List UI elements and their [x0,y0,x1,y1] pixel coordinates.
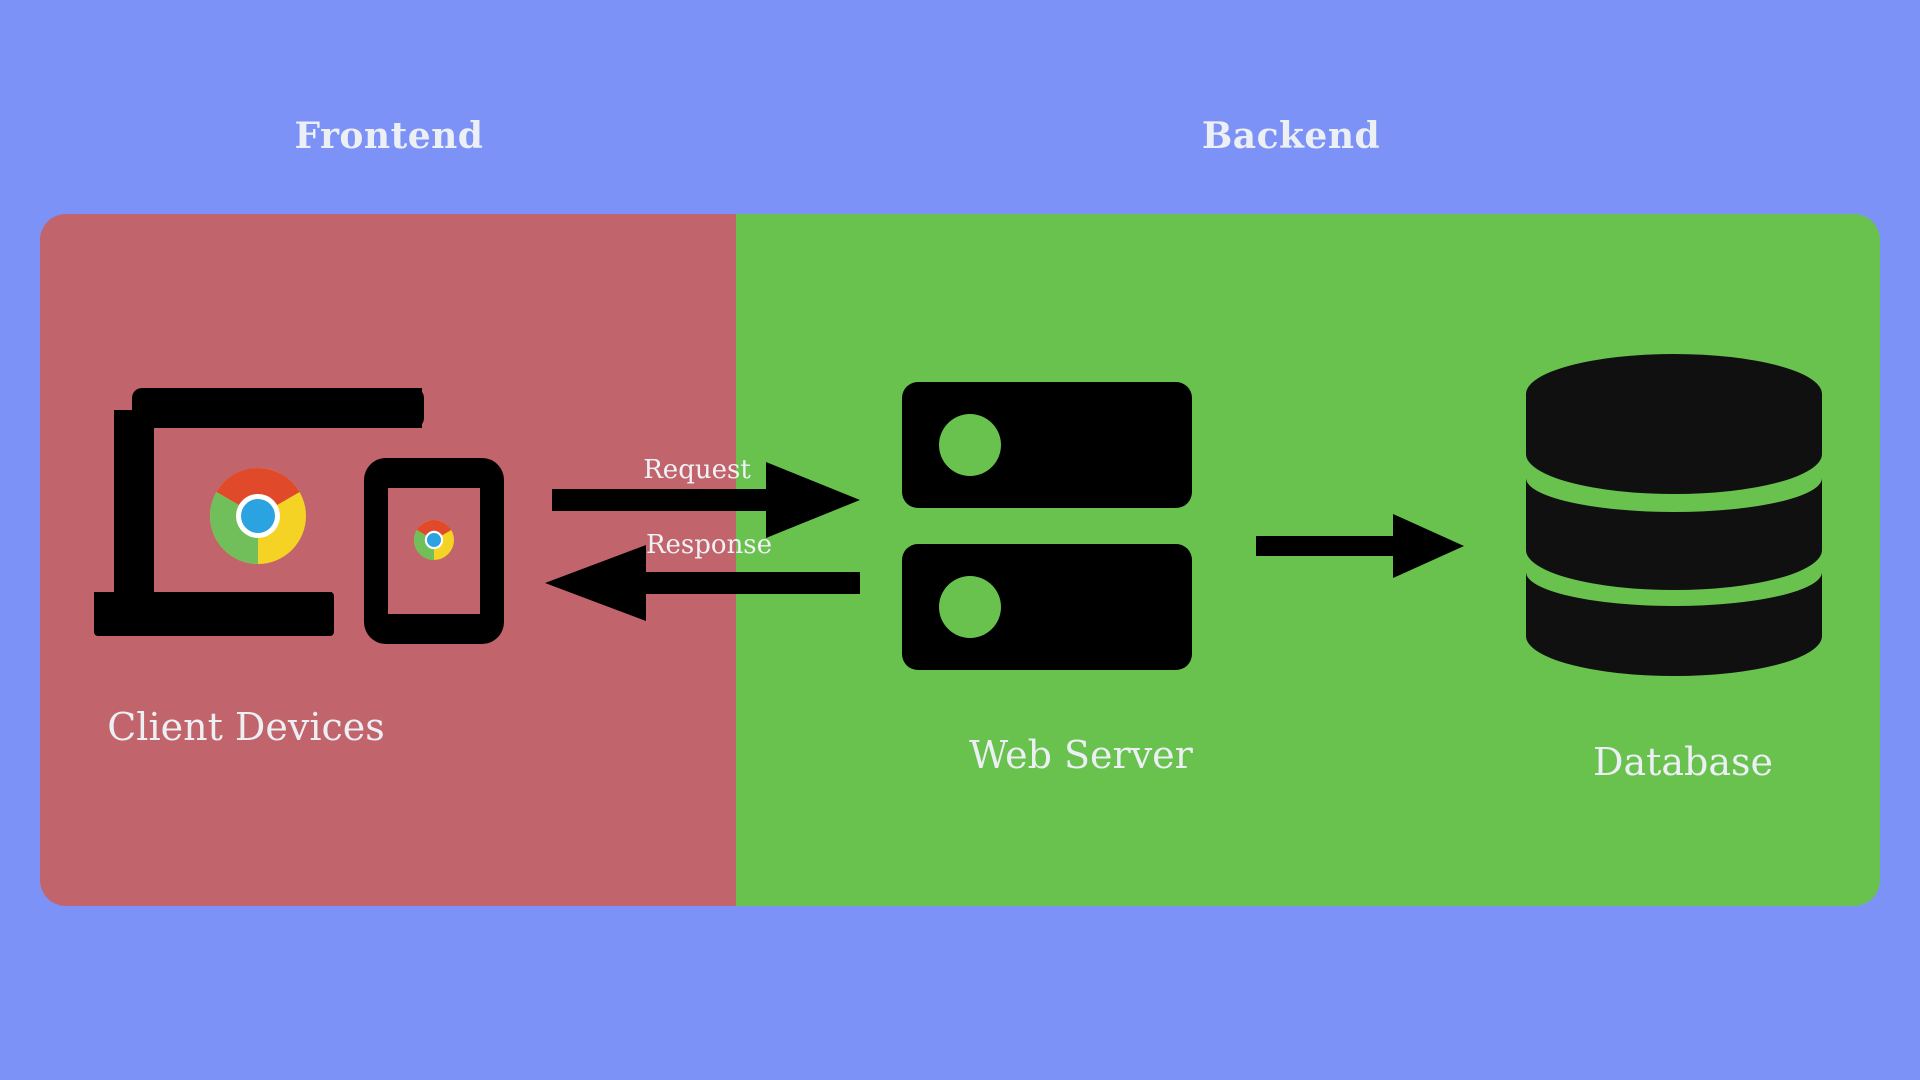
arrow-label-response: Response [645,530,773,560]
web-server-node[interactable] [898,372,1202,680]
arrow-server-to-database-icon [1256,514,1464,578]
section-heading-frontend: Frontend [294,115,484,157]
database-node[interactable] [1518,350,1830,680]
arrow-request-icon [552,462,860,538]
client-devices-node[interactable] [92,380,512,660]
section-heading-backend: Backend [1201,115,1381,157]
chrome-logo-small-icon [414,520,454,560]
database-cylinder-icon [1526,354,1822,676]
arrow-response-icon [545,545,860,621]
arrow-label-request: Request [643,455,751,485]
node-label-client-devices: Client Devices [107,705,385,749]
node-label-web-server: Web Server [969,733,1193,777]
server-rack-icon [902,382,1192,670]
chrome-logo-large-icon [209,467,306,564]
monitor-and-phone-with-chrome-logo-icon [94,388,504,644]
node-label-database: Database [1592,740,1774,784]
